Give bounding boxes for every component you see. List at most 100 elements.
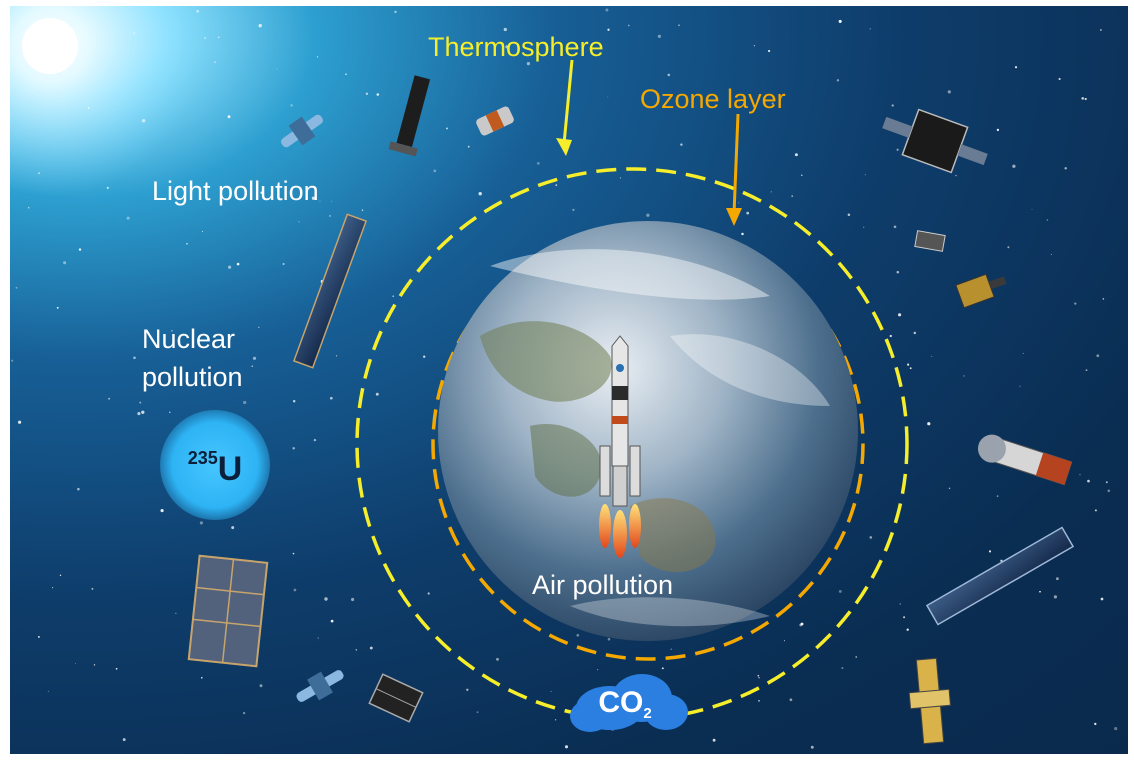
star bbox=[963, 375, 965, 377]
star bbox=[907, 363, 910, 366]
ozone-layer-label: Ozone layer bbox=[640, 84, 786, 114]
star bbox=[1096, 354, 1100, 358]
star bbox=[137, 412, 141, 416]
star bbox=[757, 674, 760, 677]
star bbox=[576, 633, 580, 637]
star bbox=[800, 622, 804, 626]
star bbox=[170, 329, 174, 332]
star bbox=[783, 640, 786, 642]
star bbox=[1085, 369, 1088, 372]
star bbox=[199, 521, 203, 525]
star bbox=[680, 143, 683, 146]
star bbox=[789, 698, 793, 702]
star bbox=[931, 355, 933, 357]
star bbox=[478, 192, 482, 196]
star bbox=[526, 62, 531, 66]
star bbox=[855, 656, 858, 658]
star bbox=[899, 603, 901, 605]
star bbox=[906, 628, 909, 631]
star bbox=[903, 616, 906, 619]
star bbox=[496, 657, 499, 661]
satellite-icon bbox=[368, 673, 424, 723]
star bbox=[336, 355, 338, 357]
star bbox=[1007, 246, 1010, 249]
star bbox=[231, 526, 235, 530]
star bbox=[330, 619, 334, 623]
star bbox=[33, 90, 35, 93]
star bbox=[657, 34, 662, 39]
star bbox=[746, 211, 750, 215]
star bbox=[996, 495, 999, 497]
star bbox=[738, 202, 740, 204]
star bbox=[607, 96, 609, 98]
star bbox=[375, 392, 379, 396]
star bbox=[18, 420, 22, 424]
star bbox=[801, 174, 803, 176]
star bbox=[139, 401, 142, 404]
star bbox=[259, 684, 263, 688]
satellite-icon bbox=[977, 434, 1073, 486]
star bbox=[196, 9, 200, 13]
star bbox=[1087, 479, 1090, 483]
diagram-canvas bbox=[10, 6, 1118, 749]
satellite-icon bbox=[476, 106, 514, 136]
star bbox=[392, 295, 395, 298]
star bbox=[27, 206, 30, 209]
star bbox=[863, 226, 865, 228]
star bbox=[898, 313, 902, 317]
star bbox=[771, 102, 774, 105]
star bbox=[258, 24, 262, 28]
star bbox=[15, 286, 18, 289]
star bbox=[810, 745, 814, 749]
star bbox=[122, 738, 126, 742]
satellite-icon bbox=[908, 657, 951, 745]
star bbox=[1102, 298, 1105, 300]
star bbox=[242, 711, 246, 715]
star bbox=[313, 438, 317, 442]
star bbox=[355, 649, 358, 651]
solar-panel-icon bbox=[925, 526, 1075, 626]
cloud-icon bbox=[570, 674, 688, 732]
star bbox=[1055, 577, 1059, 581]
star bbox=[767, 49, 771, 53]
star bbox=[1050, 253, 1052, 255]
star bbox=[376, 93, 380, 96]
star bbox=[292, 552, 295, 555]
star bbox=[59, 574, 62, 576]
star bbox=[555, 184, 558, 186]
star bbox=[1079, 474, 1081, 476]
star bbox=[896, 270, 900, 274]
satellite-icon bbox=[296, 670, 344, 702]
star bbox=[869, 28, 871, 30]
star bbox=[741, 232, 744, 236]
star bbox=[909, 367, 912, 370]
star bbox=[126, 216, 130, 220]
earth-icon bbox=[438, 221, 858, 641]
star bbox=[74, 663, 76, 665]
star bbox=[896, 148, 899, 151]
uranium-235-icon: 235U bbox=[160, 410, 270, 520]
sun-glare-icon bbox=[10, 6, 200, 196]
star bbox=[276, 68, 278, 70]
star bbox=[227, 115, 231, 119]
star bbox=[1107, 489, 1111, 493]
star bbox=[770, 191, 772, 193]
star bbox=[466, 688, 469, 692]
star bbox=[646, 213, 650, 217]
satellite-icon bbox=[388, 75, 431, 157]
star bbox=[1094, 722, 1097, 726]
star bbox=[292, 400, 296, 403]
light-pollution-label: Light pollution bbox=[152, 176, 319, 206]
satellite-icon bbox=[281, 114, 323, 148]
star bbox=[175, 612, 177, 614]
star bbox=[52, 587, 54, 589]
star bbox=[753, 45, 756, 47]
star bbox=[25, 37, 29, 41]
star bbox=[56, 306, 59, 309]
ozone-layer-arrow bbox=[726, 113, 742, 226]
star bbox=[1084, 97, 1087, 101]
star bbox=[927, 422, 931, 426]
star bbox=[667, 73, 671, 77]
star bbox=[1022, 352, 1024, 354]
star bbox=[251, 365, 253, 367]
